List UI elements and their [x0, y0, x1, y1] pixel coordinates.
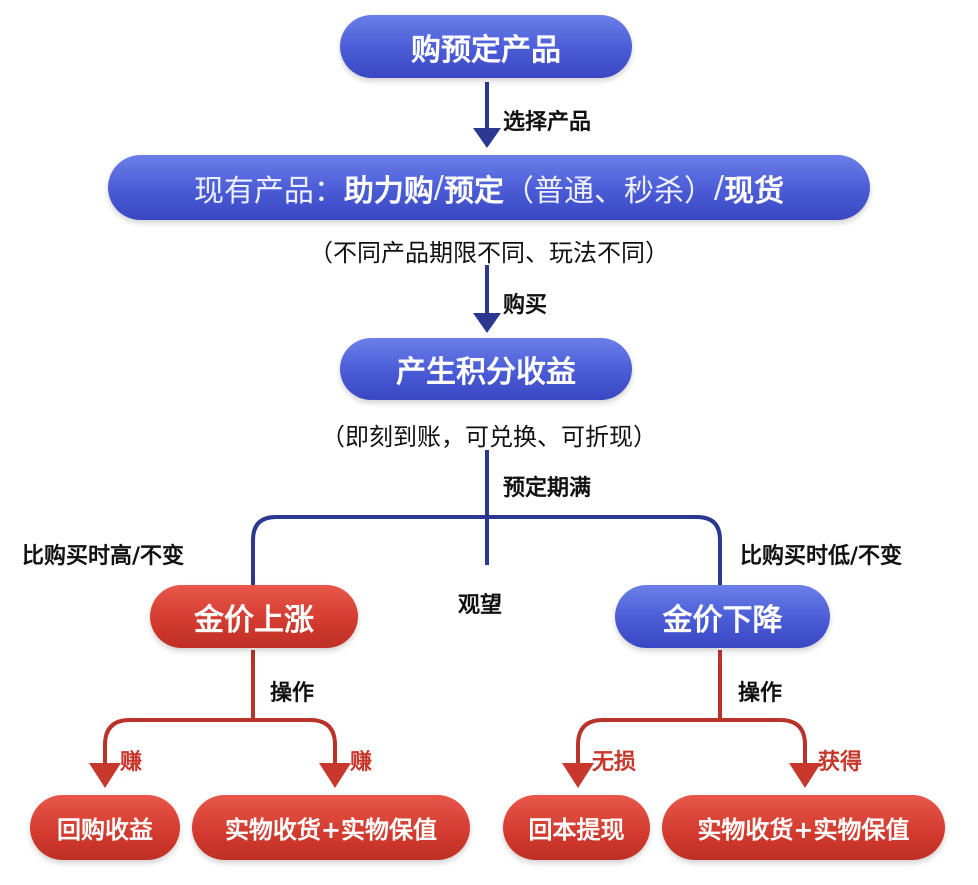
node-start: 购预定产品	[340, 15, 632, 78]
product-reserve: 预定	[444, 173, 504, 209]
edge-higher-label: 比购买时高/不变	[22, 544, 185, 569]
edge-earn2-label: 赚	[350, 750, 373, 775]
edge-buy-label: 购买	[503, 293, 548, 318]
product-spot: 现货	[724, 173, 785, 209]
edge-wait-label: 观望	[458, 593, 503, 618]
edge-select-label: 选择产品	[503, 110, 592, 135]
edge-earn1-label: 赚	[120, 750, 143, 775]
separator: /	[433, 170, 444, 205]
node-products: 现有产品： 助力购 / 预定 （普通、秒杀） / 现货	[108, 155, 870, 220]
node-physical-right: 实物收货+实物保值	[662, 795, 945, 860]
node-withdraw: 回本提现	[503, 795, 650, 860]
separator: /	[714, 170, 725, 205]
branch-right	[576, 718, 807, 765]
node-gold-up: 金价上涨	[150, 585, 358, 648]
node-physical-left: 实物收货+实物保值	[192, 795, 470, 860]
node-buyback: 回购收益	[30, 795, 180, 860]
edge-op-left-label: 操作	[270, 681, 315, 706]
branch-left	[103, 718, 337, 765]
product-assist: 助力购	[343, 173, 434, 209]
arrowhead	[473, 313, 501, 333]
edge-mature-label: 预定期满	[503, 476, 592, 501]
points-note: （即刻到账，可兑换、可折现）	[321, 423, 657, 451]
products-note: （不同产品期限不同、玩法不同）	[309, 239, 669, 267]
arrowhead	[473, 128, 501, 148]
edge-lower-label: 比购买时低/不变	[740, 544, 903, 569]
edge-op-right-label: 操作	[738, 681, 783, 706]
edge-noloss-label: 无损	[592, 750, 637, 775]
products-prefix: 现有产品：	[193, 173, 344, 209]
node-points: 产生积分收益	[340, 338, 632, 400]
edge-gain-label: 获得	[818, 750, 863, 775]
node-gold-down: 金价下降	[615, 585, 830, 648]
product-reserve-detail: （普通、秒杀）	[504, 173, 714, 209]
branch-line	[251, 515, 722, 590]
